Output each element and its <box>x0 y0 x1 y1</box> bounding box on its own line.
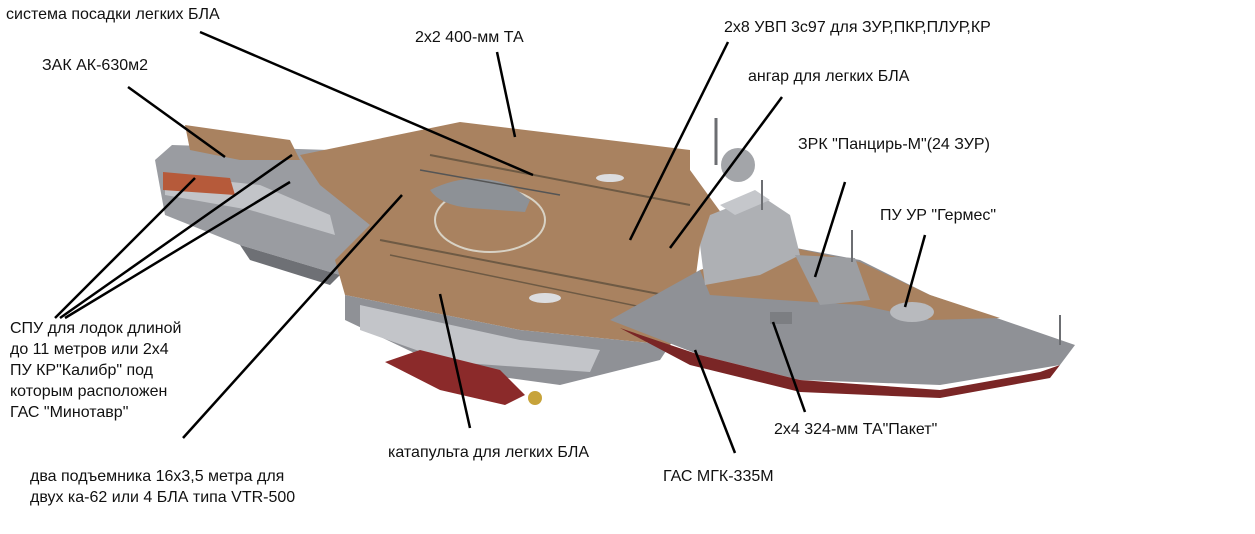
leader-launcher-2 <box>59 153 293 320</box>
label-launcher-line-1: СПУ для лодок длиной <box>10 320 182 337</box>
label-launcher-line-5: ГАС "Минотавр" <box>10 404 129 421</box>
leader-vls <box>628 41 730 241</box>
label-catapult: катапульта для легких БЛА <box>388 444 590 461</box>
leader-paket <box>771 321 807 413</box>
label-launcher-line-2: до 11 метров или 2х4 <box>10 341 169 358</box>
leader-hermes <box>903 234 927 308</box>
leader-sonar <box>693 349 737 454</box>
underwater-pod <box>385 350 542 405</box>
label-elevators-line-2: двух ка-62 или 4 БЛА типа VTR-500 <box>30 489 296 506</box>
leader-elevators <box>182 194 403 439</box>
label-launcher-line-3: ПУ КР"Калибр" под <box>10 362 154 379</box>
label-landing-system: система посадки легких БЛА <box>6 6 220 23</box>
leader-landing-system <box>199 30 534 177</box>
label-elevators: два подъемника 16х3,5 метра для двух ка-… <box>30 466 295 508</box>
right-hull <box>610 118 1075 398</box>
label-launcher-line-4: которым расположен <box>10 383 168 400</box>
leader-lines <box>54 30 927 454</box>
leader-launcher-3 <box>64 180 291 320</box>
label-hermes: ПУ УР "Гермес" <box>880 207 997 224</box>
label-elevators-line-1: два подъемника 16х3,5 метра для <box>30 468 285 485</box>
label-torpedo-tubes-400: 2х2 400-мм ТА <box>415 29 524 46</box>
leader-ciws <box>127 85 226 159</box>
leader-launcher-1 <box>54 177 196 319</box>
label-ciws: ЗАК АК-630м2 <box>42 57 149 74</box>
label-paket: 2х4 324-мм ТА"Пакет" <box>774 421 938 438</box>
leader-torpedo-400 <box>495 51 517 138</box>
label-sonar: ГАС МГК-335М <box>663 468 774 485</box>
leader-hangar <box>668 96 784 249</box>
flight-deck <box>300 122 730 385</box>
leader-sam <box>813 181 847 278</box>
label-launcher: СПУ для лодок длиной до 11 метров или 2х… <box>10 318 181 423</box>
label-sam: ЗРК "Панцирь-М"(24 ЗУР) <box>798 136 990 153</box>
label-hangar: ангар для легких БЛА <box>748 68 910 85</box>
label-vls: 2х8 УВП 3с97 для ЗУР,ПКР,ПЛУР,КР <box>724 19 991 36</box>
leader-catapult <box>438 293 472 429</box>
